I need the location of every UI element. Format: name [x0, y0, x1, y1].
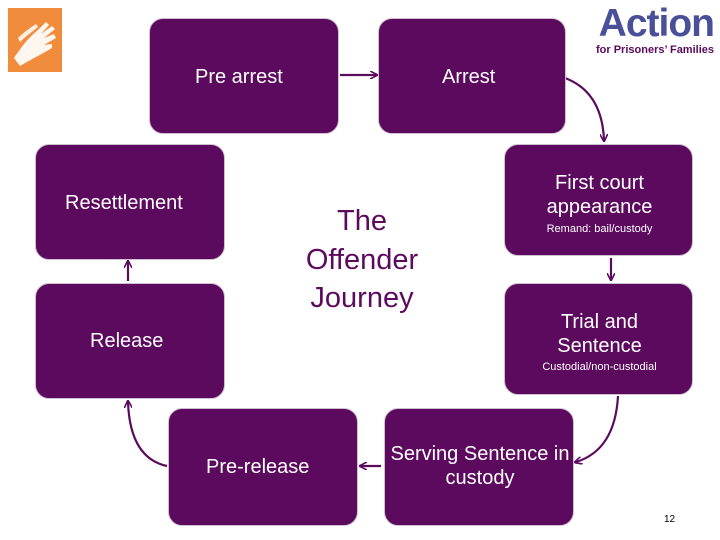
arrow-pre-release-to-release	[128, 402, 168, 468]
action-logo: Action for Prisoners’ Families	[596, 2, 715, 56]
node-resettlement-label: Resettlement	[65, 192, 183, 214]
node-first-court: First court appearance Remand: bail/cust…	[504, 144, 693, 256]
brand-tagline: for Prisoners’ Families	[596, 44, 714, 56]
node-resettlement: Resettlement	[35, 144, 225, 260]
node-pre-release: Pre-release	[168, 408, 358, 526]
node-serving: Serving Sentence in custody	[384, 408, 574, 526]
arrow-trial-to-serving	[576, 395, 620, 462]
hands-logo-icon	[8, 8, 62, 72]
node-pre-release-label: Pre-release	[206, 456, 310, 478]
node-pre-arrest-label: Pre arrest	[195, 66, 283, 88]
brand-name: Action	[598, 2, 715, 45]
node-trial-label: Trial and Sentence	[557, 311, 642, 357]
node-release-label: Release	[90, 330, 164, 352]
node-trial-note: Custodial/non-custodial	[542, 361, 657, 373]
page-number: 12	[664, 514, 676, 525]
node-arrest: Arrest	[378, 18, 566, 134]
arrow-arrest-to-first-court	[564, 76, 604, 140]
diagram-title: The Offender Journey	[305, 205, 419, 315]
node-arrest-label: Arrest	[442, 66, 496, 88]
node-serving-label: Serving Sentence in custody	[390, 443, 570, 489]
node-release: Release	[35, 283, 225, 399]
node-trial: Trial and Sentence Custodial/non-custodi…	[504, 283, 693, 395]
node-pre-arrest: Pre arrest	[149, 18, 339, 134]
node-first-court-label: First court appearance	[546, 172, 653, 218]
node-first-court-note: Remand: bail/custody	[546, 223, 653, 235]
